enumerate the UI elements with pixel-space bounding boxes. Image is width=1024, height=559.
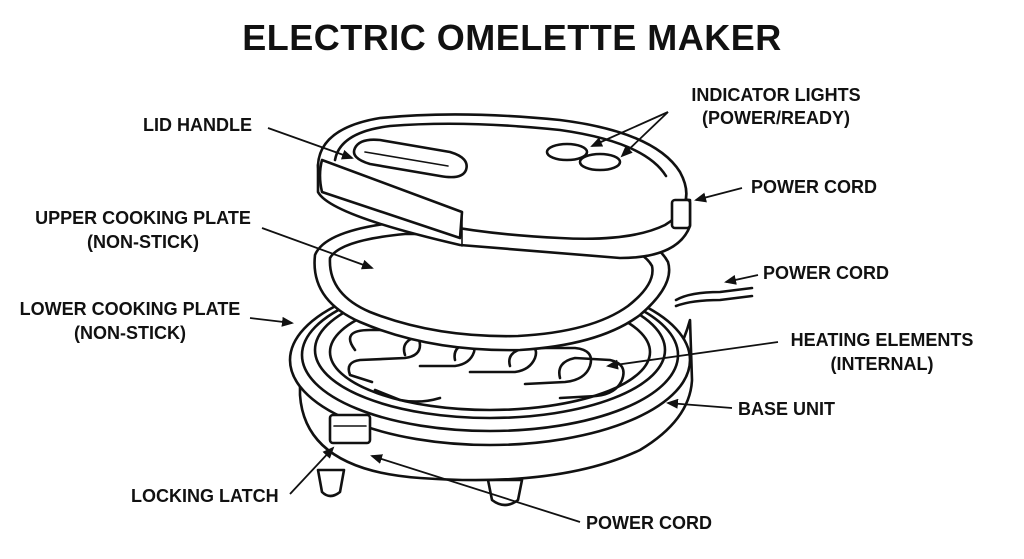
label-indicator-lights-sub: (POWER/READY) [702,108,850,128]
label-lid-handle: LID HANDLE [143,115,252,135]
locking-latch-base [328,413,372,445]
label-lower-cooking-plate: LOWER COOKING PLATE [20,299,241,319]
label-upper-cooking-plate: UPPER COOKING PLATE [35,208,251,228]
indicator-light-ready [578,152,622,172]
callout-arrows [249,111,779,523]
label-indicator-lights: INDICATOR LIGHTS [691,85,860,105]
label-power-cord-side: POWER CORD [763,263,889,283]
label-locking-latch: LOCKING LATCH [131,486,279,506]
lid-front-panel [318,158,464,240]
lid-handle [352,138,468,179]
label-power-cord-lid: POWER CORD [751,177,877,197]
diagram-title: ELECTRIC OMELETTE MAKER [242,17,782,58]
foot-center [486,478,524,507]
power-cord-wire [674,286,754,302]
label-heating-elements: HEATING ELEMENTS [791,330,974,350]
label-lower-cooking-plate-sub: (NON-STICK) [74,323,186,343]
label-heating-elements-sub: (INTERNAL) [831,354,934,374]
power-cord-connector-lid [670,198,692,230]
omelette-maker-illustration [288,113,754,507]
label-power-cord-bottom: POWER CORD [586,513,712,533]
labels: LID HANDLE INDICATOR LIGHTS (POWER/READY… [20,85,974,533]
label-base-unit: BASE UNIT [738,399,835,419]
foot-left [316,468,346,498]
indicator-light-power [545,142,589,162]
label-upper-cooking-plate-sub: (NON-STICK) [87,232,199,252]
